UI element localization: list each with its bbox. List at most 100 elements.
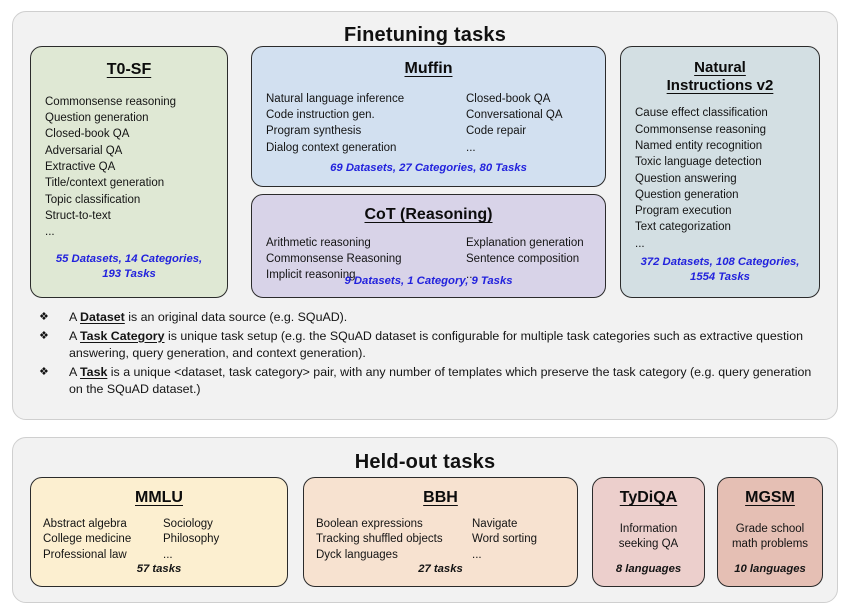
list-item: Adversarial QA (45, 144, 123, 157)
list-item-ellipsis: ... (45, 226, 55, 239)
stat-line: 57 tasks (136, 562, 182, 575)
list-item: Question generation (45, 112, 149, 125)
list-item: Word sorting (472, 533, 537, 546)
glossary-definitions: ❖ A Dataset is an original data source (… (36, 309, 826, 400)
list-item: Program execution (635, 205, 732, 218)
items-column-right: Explanation generation Sentence composit… (466, 235, 584, 284)
items-column-right: Closed-book QA Conversational QA Code re… (466, 91, 563, 156)
stat-line: 69 Datasets, 27 Categories, 80 Tasks (330, 161, 527, 174)
card-bbh-title: BBH (423, 489, 458, 506)
card-mmlu-items: Abstract algebra College medicine Profes… (43, 517, 287, 564)
card-mmlu-stats: 57 tasks (39, 562, 279, 577)
finetuning-tasks-title: Finetuning tasks (343, 24, 507, 46)
card-mgsm: MGSM Grade school math problems 10 langu… (717, 477, 823, 587)
list-item: Explanation generation (466, 236, 584, 249)
card-t0-sf: T0-SF Commonsense reasoning Question gen… (30, 46, 228, 298)
list-item: Dyck languages (316, 548, 398, 561)
card-tydiqa-items: Information seeking QA (593, 522, 704, 553)
list-item: Program synthesis (266, 125, 362, 138)
glossary-suffix: is a unique <dataset, task category> pai… (69, 364, 812, 397)
list-item: Code repair (466, 125, 527, 138)
card-bbh: BBH Boolean expressions Tracking shuffle… (303, 477, 578, 587)
glossary-item-text: A Dataset is an original data source (e.… (69, 309, 826, 327)
items-column-left: Abstract algebra College medicine Profes… (43, 517, 163, 564)
list-item-ellipsis: ... (466, 269, 476, 282)
list-item: Abstract algebra (43, 517, 127, 530)
stat-line: 372 Datasets, 108 Categories, (640, 256, 800, 268)
items-column-left: Arithmetic reasoning Commonsense Reasoni… (266, 235, 466, 284)
card-mgsm-title: MGSM (745, 489, 795, 506)
stat-line: 9 Datasets, 1 Category, 9 Tasks (344, 274, 513, 287)
list-item: Commonsense Reasoning (266, 253, 402, 266)
list-item: Sociology (163, 517, 213, 530)
list-item: Closed-book QA (466, 92, 551, 105)
list-item-ellipsis: ... (163, 548, 173, 561)
list-item: Struct-to-text (45, 209, 111, 222)
card-mmlu-title: MMLU (135, 489, 183, 506)
items-column-right: Navigate Word sorting ... (472, 517, 537, 564)
list-item: Cause effect classification (635, 107, 768, 120)
glossary-term: Dataset (80, 310, 125, 324)
list-item-ellipsis: ... (472, 548, 482, 561)
glossary-term: Task Category (80, 328, 165, 343)
list-item-ellipsis: ... (466, 141, 476, 154)
card-cot-reasoning-items: Arithmetic reasoning Commonsense Reasoni… (266, 235, 605, 284)
list-item: Text categorization (635, 221, 731, 234)
card-t0-sf-items: Commonsense reasoning Question generatio… (45, 94, 227, 241)
card-muffin-stats: 69 Datasets, 27 Categories, 80 Tasks (262, 161, 595, 176)
list-item: Title/context generation (45, 177, 165, 190)
list-item: math problems (731, 538, 809, 551)
diamond-bullet-icon: ❖ (39, 311, 49, 323)
items-column-left: Natural language inference Code instruct… (266, 91, 466, 156)
card-bbh-stats: 27 tasks (312, 562, 569, 577)
card-natural-instructions-v2-items: Cause effect classification Commonsense … (635, 105, 819, 252)
list-item: Boolean expressions (316, 517, 423, 530)
diamond-bullet-icon: ❖ (39, 365, 49, 378)
list-item: Arithmetic reasoning (266, 236, 371, 249)
glossary-prefix: A (69, 328, 81, 343)
title-line: Natural (694, 59, 746, 76)
glossary-suffix: is unique task setup (e.g. the SQuAD dat… (69, 328, 803, 361)
list-item: Navigate (472, 517, 518, 530)
list-item: College medicine (43, 533, 132, 546)
list-item: Named entity recognition (635, 139, 763, 152)
list-item: Sentence composition (466, 253, 580, 266)
stat-line: 55 Datasets, 14 Categories, (55, 253, 203, 265)
card-cot-reasoning: CoT (Reasoning) Arithmetic reasoning Com… (251, 194, 606, 298)
list-item: Commonsense reasoning (45, 95, 177, 108)
held-out-tasks-title: Held-out tasks (354, 451, 496, 473)
list-item: Implicit reasoning (266, 269, 356, 282)
list-item: Topic classification (45, 193, 141, 206)
card-tydiqa-title: TyDiQA (619, 489, 678, 506)
stat-line: 27 tasks (418, 562, 463, 575)
glossary-prefix: A (69, 364, 81, 379)
title-line: Instructions v2 (666, 76, 774, 94)
list-item-ellipsis: ... (635, 237, 645, 250)
card-bbh-items: Boolean expressions Tracking shuffled ob… (316, 517, 577, 564)
card-t0-sf-title: T0-SF (106, 61, 152, 78)
glossary-item-task-category: ❖ A Task Category is unique task setup (… (36, 328, 826, 363)
stat-line: 8 languages (615, 562, 682, 575)
glossary-prefix: A (69, 310, 81, 324)
card-tydiqa-stats: 8 languages (597, 562, 700, 577)
stat-line: 1554 Tasks (690, 270, 750, 283)
glossary-item-task: ❖ A Task is a unique <dataset, task cate… (36, 364, 826, 399)
list-item: Conversational QA (466, 109, 563, 122)
list-item: Grade school (735, 522, 805, 535)
items-column-right: Sociology Philosophy ... (163, 517, 219, 564)
glossary-term: Task (80, 364, 108, 379)
glossary-item-text: A Task is a unique <dataset, task catego… (69, 364, 826, 399)
list-item: Question answering (635, 172, 737, 185)
list-item: Philosophy (163, 533, 220, 546)
list-item: seeking QA (618, 538, 679, 551)
list-item: Closed-book QA (45, 128, 130, 141)
list-item: Commonsense reasoning (635, 123, 767, 136)
list-item: Extractive QA (45, 161, 116, 174)
list-item: Code instruction gen. (266, 109, 375, 122)
card-cot-reasoning-stats: 9 Datasets, 1 Category, 9 Tasks (262, 274, 595, 289)
card-natural-instructions-v2-title: Natural Instructions v2 (621, 59, 819, 94)
list-item: Natural language inference (266, 92, 405, 105)
glossary-item-dataset: ❖ A Dataset is an original data source (… (36, 309, 826, 327)
card-muffin: Muffin Natural language inference Code i… (251, 46, 606, 187)
